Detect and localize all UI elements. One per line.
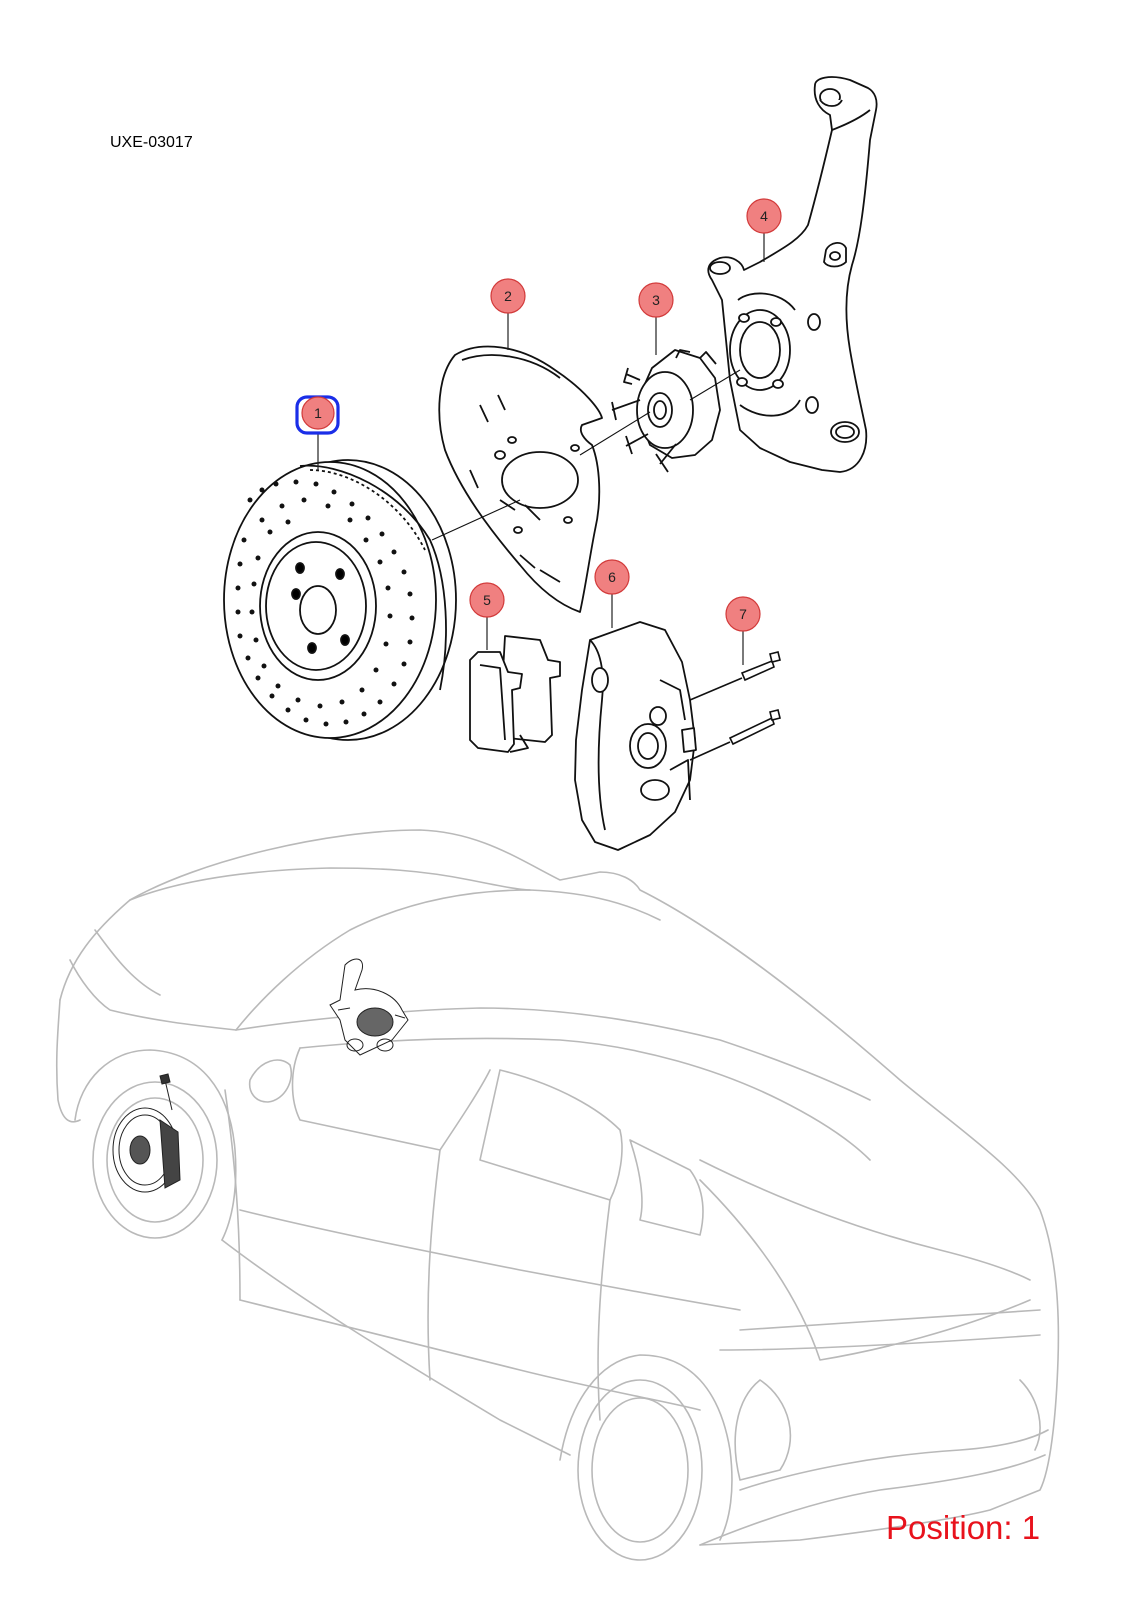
vehicle-outline — [55, 829, 1060, 1561]
callout-5-label: 5 — [483, 592, 491, 608]
assembly-lines — [431, 369, 741, 541]
vehicle-brake-assembly-front — [112, 1073, 181, 1193]
callout-7[interactable]: 7 — [725, 596, 761, 665]
position-indicator: Position: 1 — [886, 1509, 1041, 1546]
steering-knuckle — [707, 76, 878, 473]
callout-6-label: 6 — [608, 569, 616, 585]
diagram-code: UXE-03017 — [110, 134, 193, 151]
wheel-hub — [611, 349, 721, 473]
disc-drill-holes — [235, 479, 415, 727]
brake-dust-shield — [438, 345, 603, 613]
brake-caliper — [574, 621, 697, 851]
callout-6[interactable]: 6 — [594, 559, 630, 628]
callout-3[interactable]: 3 — [638, 282, 674, 355]
callout-4-label: 4 — [760, 208, 768, 224]
callout-1-label: 1 — [314, 405, 322, 421]
vehicle-brake-assembly-rear — [329, 958, 409, 1056]
caliper-bolts — [689, 651, 781, 761]
callout-4[interactable]: 4 — [746, 198, 782, 262]
callout-7-label: 7 — [739, 606, 747, 622]
callout-1[interactable]: 1 — [295, 395, 340, 470]
brake-pads — [469, 635, 561, 753]
callout-5[interactable]: 5 — [469, 582, 505, 650]
callout-2-label: 2 — [504, 288, 512, 304]
brake-disc — [223, 459, 457, 741]
callout-2[interactable]: 2 — [490, 278, 526, 350]
callout-3-label: 3 — [652, 292, 660, 308]
